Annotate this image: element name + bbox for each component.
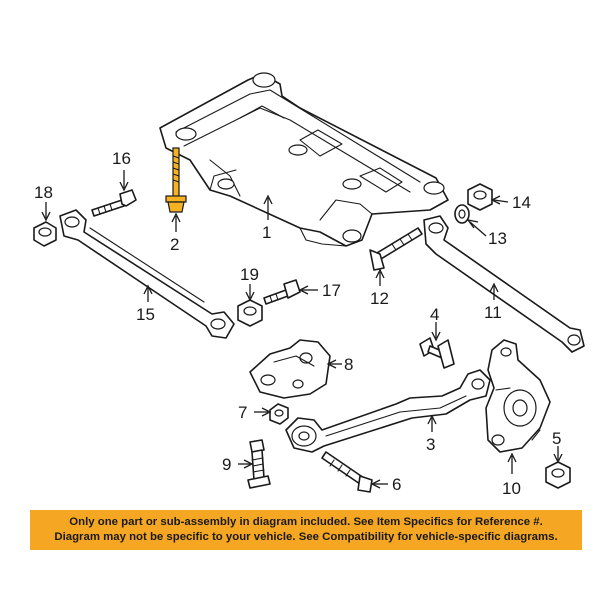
bolt-2-highlighted: [165, 147, 187, 213]
leader-lines: [41, 170, 563, 489]
callout-2: 2: [170, 235, 179, 254]
lateral-arm-11: [423, 215, 585, 353]
crossmember: [159, 72, 449, 247]
nut-5: [545, 461, 571, 489]
lateral-arm-15: [59, 209, 235, 339]
callout-6: 6: [392, 475, 401, 494]
notice-line-1: Only one part or sub-assembly in diagram…: [69, 516, 543, 528]
bolt-16: [91, 189, 137, 217]
notice-banner: Only one part or sub-assembly in diagram…: [30, 510, 582, 550]
callout-3: 3: [426, 435, 435, 454]
callout-5: 5: [552, 429, 561, 448]
callout-8: 8: [344, 355, 353, 374]
callout-12: 12: [370, 289, 389, 308]
callout-18: 18: [34, 183, 53, 202]
bolt-12: [369, 227, 423, 271]
callout-11: 11: [484, 303, 502, 322]
callout-16: 16: [112, 149, 131, 168]
callout-17: 17: [322, 281, 341, 300]
trailing-arm-3: [285, 369, 491, 453]
callout-labels: 1 2 3 4 5 6 7 8 9 10 11 12 13 14 15 16 1…: [34, 149, 561, 498]
bolt-6: [321, 451, 373, 493]
nut-19: [237, 299, 263, 327]
callout-7: 7: [238, 403, 247, 422]
nut-7: [269, 403, 289, 425]
bolt-4: [419, 337, 455, 369]
callout-19: 19: [240, 265, 259, 284]
callout-4: 4: [430, 305, 439, 324]
callout-14: 14: [512, 193, 531, 212]
knuckle-10: [485, 339, 551, 453]
bolt-9: [247, 439, 271, 489]
bracket-8: [249, 339, 331, 399]
callout-1: 1: [262, 223, 271, 242]
callout-10: 10: [502, 479, 521, 498]
callout-15: 15: [136, 305, 155, 324]
bolt-17: [263, 279, 301, 305]
notice-line-2: Diagram may not be specific to your vehi…: [54, 531, 558, 543]
callout-13: 13: [488, 229, 507, 248]
callout-9: 9: [222, 455, 231, 474]
nut-14: [467, 183, 493, 211]
washer-13: [454, 204, 470, 224]
nut-18: [33, 221, 57, 247]
